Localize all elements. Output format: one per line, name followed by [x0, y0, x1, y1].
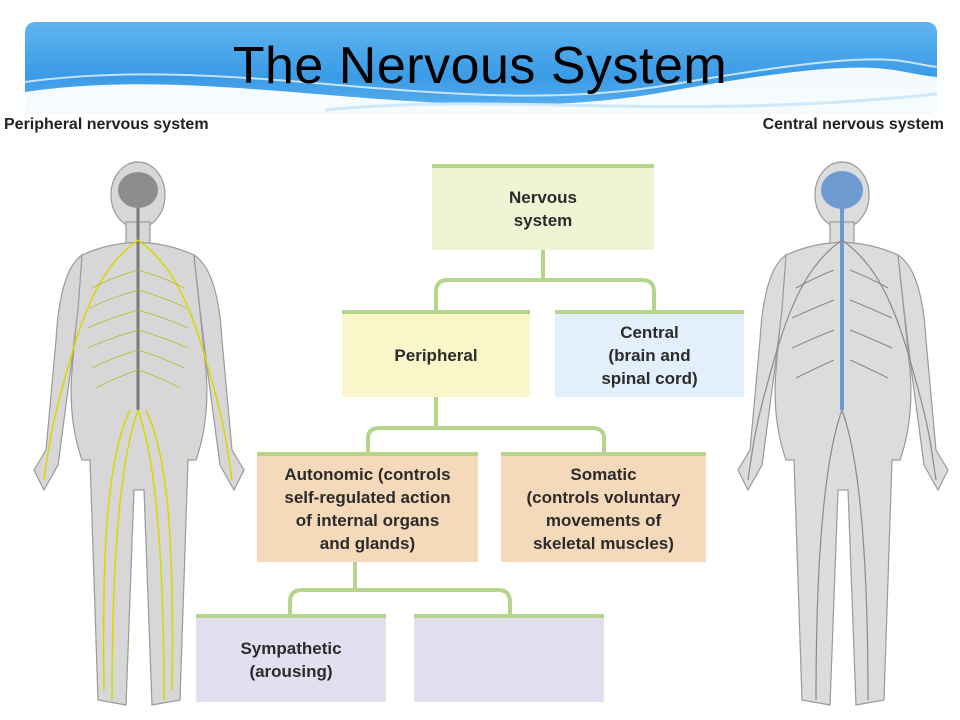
peripheral-nervous-system-heading: Peripheral nervous system: [4, 116, 209, 133]
node-autonomic: Autonomic (controls self-regulated actio…: [257, 452, 478, 562]
node-autonomic-label: Autonomic (controls self-regulated actio…: [284, 465, 451, 553]
title-banner: [25, 22, 937, 114]
peripheral-body-illustration: [33, 161, 245, 706]
node-sympathetic: Sympathetic (arousing): [196, 614, 386, 702]
node-central-label: Central (brain and spinal cord): [601, 323, 698, 388]
node-central: Central (brain and spinal cord): [555, 310, 744, 397]
page-title: The Nervous System: [232, 37, 728, 95]
banner-wave-decoration: [25, 58, 937, 114]
node-parasympathetic-blank: [414, 614, 604, 702]
node-somatic: Somatic (controls voluntary movements of…: [501, 452, 706, 562]
central-body-illustration: [737, 161, 949, 706]
node-peripheral: Peripheral: [342, 310, 530, 397]
node-sympathetic-label: Sympathetic (arousing): [240, 639, 342, 681]
node-somatic-label: Somatic (controls voluntary movements of…: [526, 465, 681, 553]
node-nervous-system-label: Nervous system: [508, 188, 578, 230]
central-nervous-system-heading: Central nervous system: [762, 116, 944, 133]
node-nervous-system: Nervous system: [432, 164, 654, 250]
node-peripheral-label: Peripheral: [394, 346, 478, 365]
